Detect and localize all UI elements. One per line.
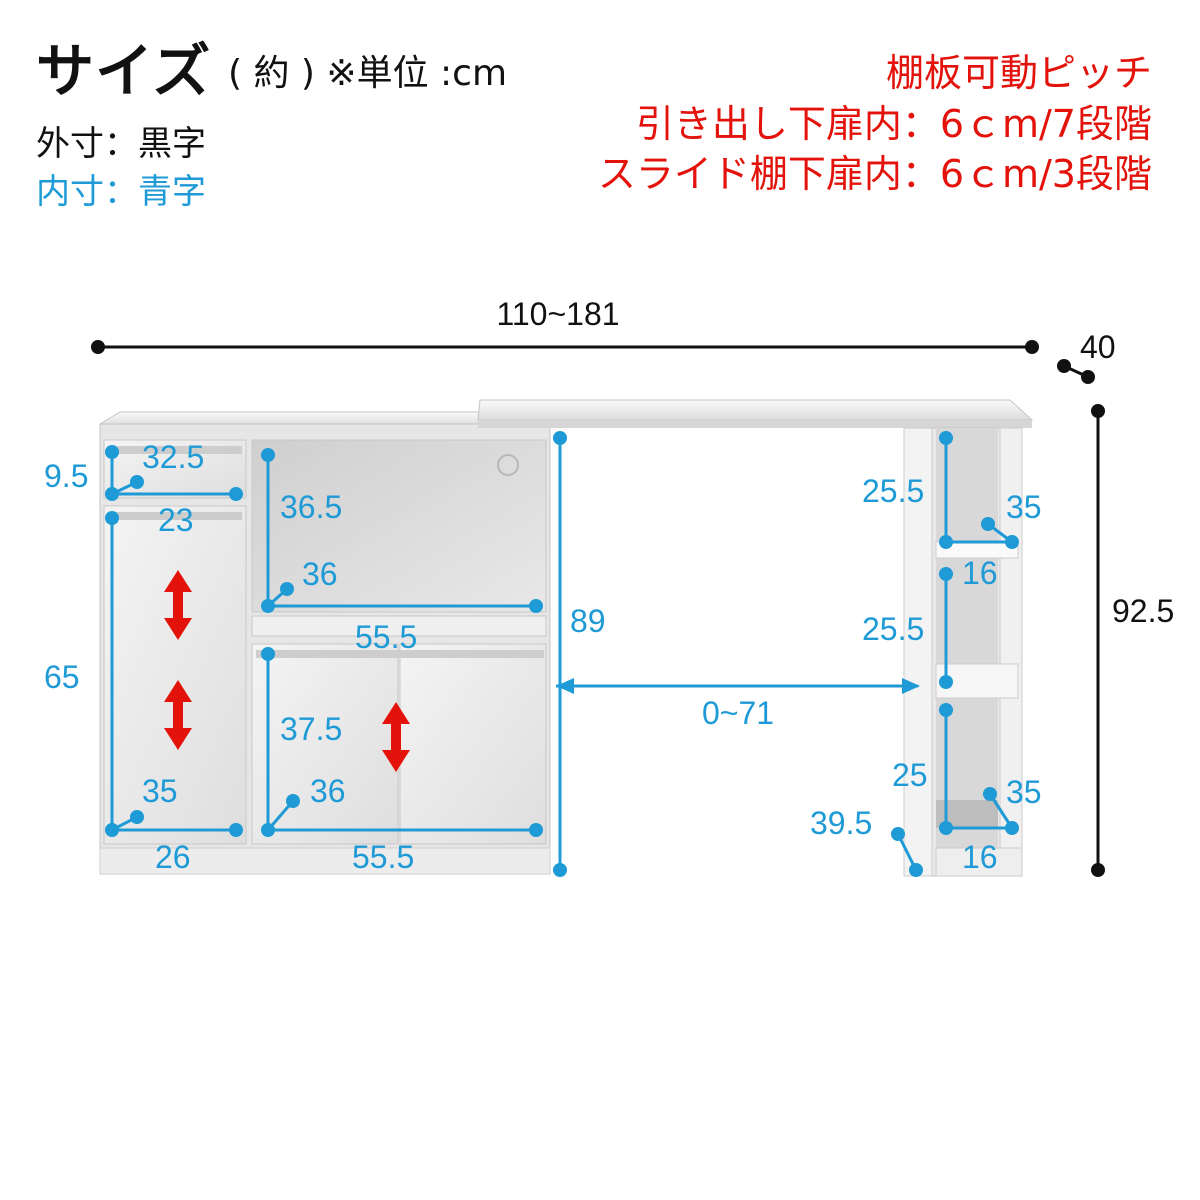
movable-shelf-arrow-upper	[164, 570, 192, 640]
cabinet	[99, 411, 562, 875]
legend-inner: 内寸：青字	[36, 172, 206, 212]
shelf-pitch-drawer: 引き出し下扉内：6ｃm/7段階	[635, 102, 1152, 146]
movable-shelf-arrow-door	[382, 702, 410, 772]
shelf-pitch-title: 棚板可動ピッチ	[885, 51, 1152, 95]
rack-lower-depth-label: 35	[1006, 774, 1042, 810]
open-shelf-height-label: 36.5	[280, 489, 342, 525]
right-door-depth-label: 36	[310, 773, 346, 809]
shelf-pitch-slide: スライド棚下扉内：6ｃm/3段階	[597, 152, 1152, 196]
drawer-height-label: 9.5	[44, 458, 88, 494]
left-bottom-width-label: 26	[155, 839, 191, 875]
rack-lower-height-label: 25	[892, 757, 928, 793]
outer-width-label: 110~181	[496, 296, 619, 332]
left-bottom-depth-label: 35	[142, 773, 178, 809]
unit-note: ( 約 ) ※単位 :cm	[228, 53, 508, 94]
right-door-bottom-width-label: 55.5	[352, 839, 414, 875]
slide-range-label: 0~71	[702, 695, 774, 731]
rack-middle-height-label: 25.5	[862, 611, 924, 647]
rack-upper-height-label: 25.5	[862, 473, 924, 509]
left-door-height-label: 65	[44, 659, 80, 695]
outer-depth-label: 40	[1080, 329, 1116, 365]
rack-lower-width-label: 16	[962, 839, 998, 875]
right-door-width-label: 55.5	[355, 619, 417, 655]
rack-upper-depth-label: 35	[1006, 489, 1042, 525]
cabinet-height-label: 89	[570, 603, 606, 639]
legend-outer: 外寸：黒字	[36, 124, 206, 164]
open-shelf-depth-label: 36	[302, 556, 338, 592]
movable-shelf-arrow-lower	[164, 680, 192, 750]
inner-dimension-lines	[105, 431, 1019, 877]
outer-dimension-lines	[91, 340, 1105, 877]
outer-height-label: 92.5	[1112, 593, 1174, 629]
rack-depth-label: 39.5	[810, 805, 872, 841]
right-door-height-label: 37.5	[280, 711, 342, 747]
page-title: サイズ	[36, 37, 212, 105]
left-door-width-label: 23	[158, 502, 194, 538]
drawer-width-label: 32.5	[142, 439, 204, 475]
rack-upper-width-label: 16	[962, 555, 998, 591]
